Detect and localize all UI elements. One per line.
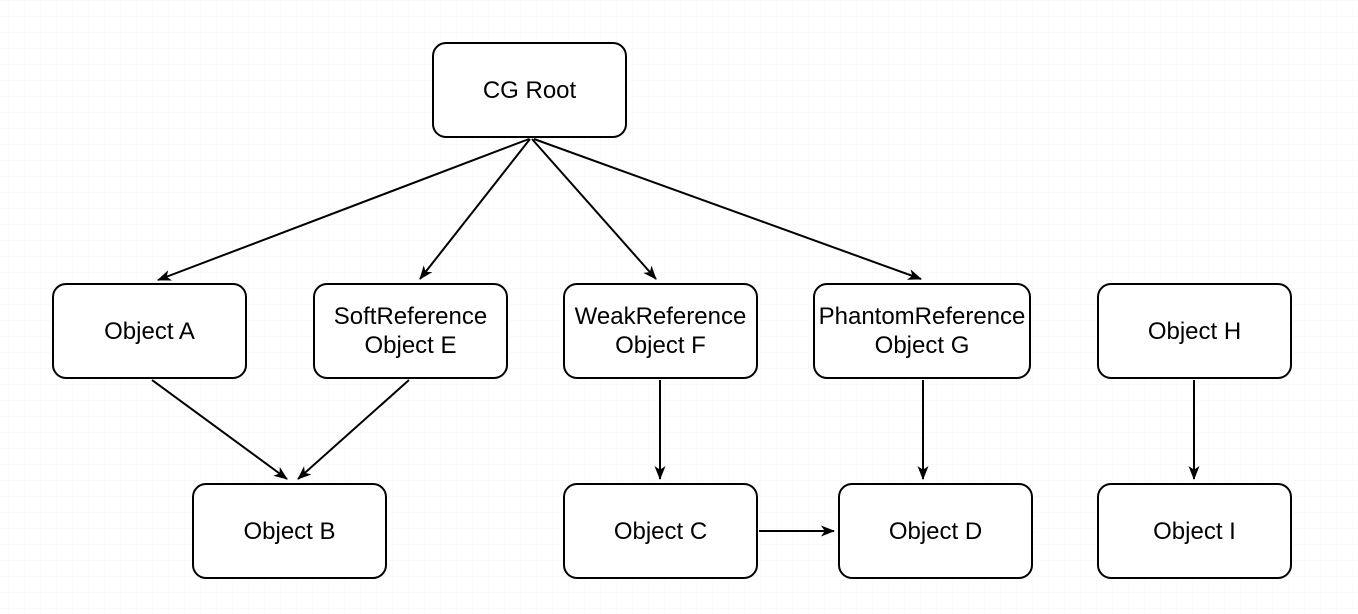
node-soft-reference-object-e[interactable]: SoftReference Object E (313, 283, 508, 379)
node-label: Object H (1147, 317, 1242, 345)
node-object-c[interactable]: Object C (563, 483, 758, 579)
edge-cg-root-to-phantom-reference-object-g[interactable] (533, 138, 922, 280)
node-label: Object D (888, 517, 983, 545)
edge-cg-root-to-soft-reference-object-e[interactable] (419, 138, 531, 280)
edge-cg-root-to-object-a[interactable] (157, 138, 530, 281)
node-label: PhantomReference Object G (818, 303, 1026, 359)
node-phantom-reference-object-g[interactable]: PhantomReference Object G (813, 283, 1031, 379)
node-cg-root[interactable]: CG Root (432, 42, 627, 138)
node-label: CG Root (482, 76, 577, 104)
node-label: Object B (243, 517, 336, 545)
node-object-b[interactable]: Object B (192, 483, 387, 579)
node-weak-reference-object-f[interactable]: WeakReference Object F (563, 283, 758, 379)
node-label: Object I (1153, 517, 1236, 545)
edge-soft-reference-object-e-to-object-b[interactable] (297, 379, 410, 480)
edge-object-a-to-object-b[interactable] (151, 379, 288, 480)
node-label: Object A (104, 317, 195, 345)
node-object-h[interactable]: Object H (1097, 283, 1292, 379)
node-label: SoftReference Object E (333, 303, 488, 359)
node-object-i[interactable]: Object I (1097, 483, 1292, 579)
edge-cg-root-to-weak-reference-object-f[interactable] (531, 138, 657, 280)
node-label: WeakReference Object F (574, 303, 747, 359)
node-object-d[interactable]: Object D (838, 483, 1033, 579)
node-object-a[interactable]: Object A (52, 283, 247, 379)
node-label: Object C (613, 517, 708, 545)
